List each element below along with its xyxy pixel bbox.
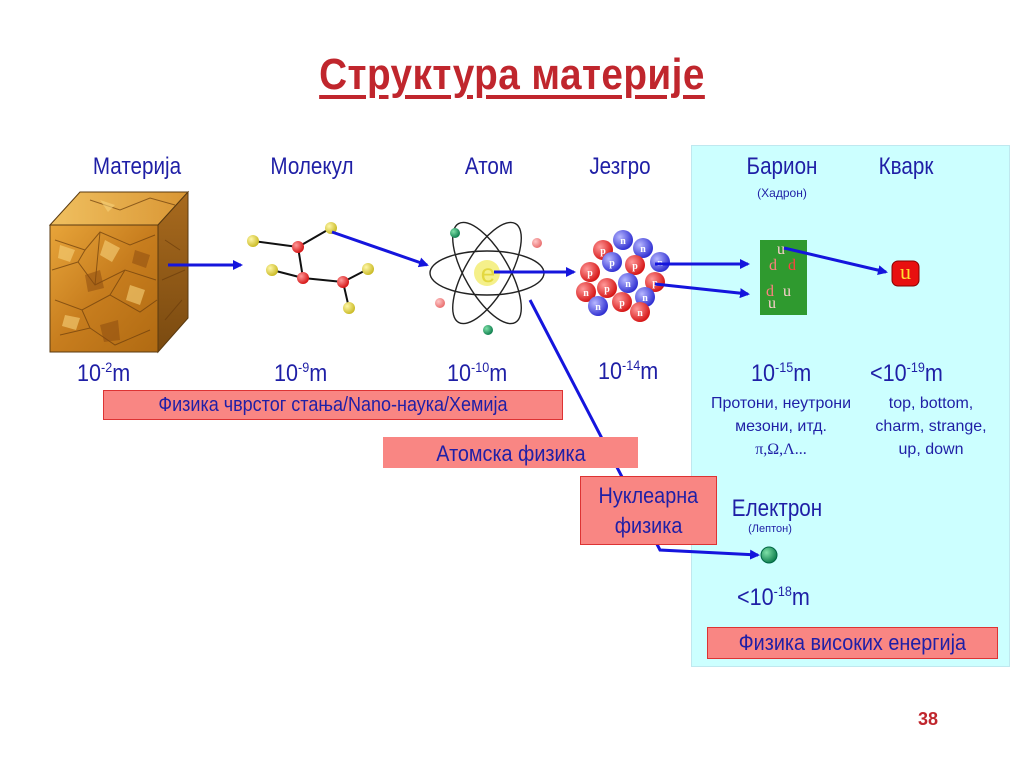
svg-text:d: d xyxy=(769,257,777,274)
label-materija: Материја xyxy=(92,153,182,180)
description-kvark: top, bottom, charm, strange, up, down xyxy=(875,395,987,458)
svg-text:p: p xyxy=(587,268,593,279)
svg-text:p: p xyxy=(609,258,615,269)
label-hadron: (Хадрон) xyxy=(757,186,807,200)
scale-molekul: 10-9m xyxy=(274,359,328,387)
electron-image xyxy=(760,546,778,564)
svg-text:p: p xyxy=(604,284,610,295)
svg-text:n: n xyxy=(625,279,631,290)
label-molekul: Молекул xyxy=(270,153,354,180)
svg-text:p: p xyxy=(619,298,625,309)
svg-text:d: d xyxy=(766,283,774,300)
scale-atom: 10-10m xyxy=(447,359,508,387)
box-atomic-physics: Атомска физика xyxy=(383,437,638,468)
svg-text:n: n xyxy=(583,288,589,299)
molecule-image xyxy=(247,222,374,314)
quark-image xyxy=(891,260,920,287)
label-lepton: (Лептон) xyxy=(748,523,792,535)
svg-text:n: n xyxy=(595,302,601,313)
box-high-energy-physics: Физика високих енергија xyxy=(707,627,998,659)
svg-text:d: d xyxy=(788,257,796,274)
arrow-nucleus-to-baryon-2 xyxy=(654,282,750,299)
arrow-baryon-to-quark xyxy=(783,246,888,276)
svg-text:p: p xyxy=(600,246,606,257)
scale-barion: 10-15m xyxy=(751,359,812,387)
label-atom: Атом xyxy=(464,153,514,180)
svg-text:p: p xyxy=(632,261,638,272)
material-cube-image xyxy=(48,190,190,354)
svg-text:n: n xyxy=(640,244,646,255)
label-jezgro: Језгро xyxy=(589,153,651,180)
svg-text:n: n xyxy=(620,236,626,247)
description-barion: Протони, неутрони мезони, итд. π,Ω,Λ... xyxy=(710,395,852,458)
arrow-molecule-to-atom xyxy=(331,230,429,268)
atom-nucleus-letter: e xyxy=(480,258,496,288)
label-elektron: Електрон xyxy=(731,495,823,522)
arrow-atom-to-electron xyxy=(528,299,760,560)
svg-text:u: u xyxy=(777,241,785,258)
scale-materija: 10-2m xyxy=(77,359,131,387)
svg-text:u: u xyxy=(783,283,791,300)
high-energy-panel xyxy=(691,145,1010,667)
svg-text:n: n xyxy=(642,293,648,304)
scale-elektron: <10-18m xyxy=(737,583,810,611)
scale-jezgro: 10-14m xyxy=(598,357,659,385)
page-number: 38 xyxy=(917,709,938,729)
page-title: Структура материје xyxy=(319,50,705,99)
box-nuclear-physics: Нуклеарна физика xyxy=(580,476,717,545)
box-solid-state-physics: Физика чврстог стања/Nano-наука/Хемија xyxy=(103,390,563,420)
label-barion: Барион xyxy=(746,153,818,180)
scale-kvark: <10-19m xyxy=(870,359,943,387)
atom-image xyxy=(429,221,545,335)
svg-text:n: n xyxy=(637,308,643,319)
label-kvark: Кварк xyxy=(878,153,934,180)
baryon-image: u d d d u u xyxy=(760,240,807,315)
svg-text:u: u xyxy=(768,295,776,312)
quark-letter: u xyxy=(900,259,911,284)
